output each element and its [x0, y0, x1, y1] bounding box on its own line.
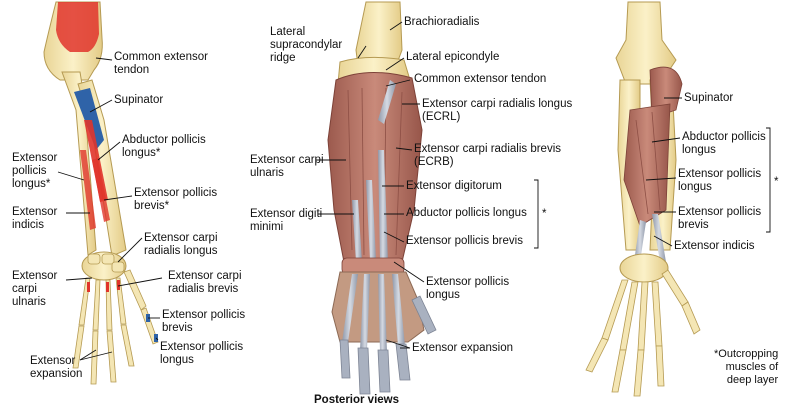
label-extensor-expansion-left: Extensor expansion: [30, 355, 83, 380]
label-extensor-carpi-ulnaris-left: Extensor carpi ulnaris: [12, 270, 58, 308]
label-extensor-pollicis-longus-left: Extensor pollicis longus*: [12, 152, 58, 190]
leader-lines: [57, 21, 771, 361]
label-lateral-epicondyle: Lateral epicondyle: [406, 51, 500, 63]
label-extensor-digitorum: Extensor digitorum: [406, 180, 502, 192]
left-arm-skeleton: [43, 1, 159, 385]
label-lateral-supracondylar-ridge: Lateral supracondylar ridge: [270, 26, 343, 64]
label-extensor-carpi-ulnaris-middle: Extensor carpi ulnaris: [250, 154, 324, 179]
label-extensor-expansion-middle: Extensor expansion: [412, 342, 514, 354]
label-extensor-indicis-left: Extensor indicis: [12, 206, 58, 231]
right-arm-deep-muscles: [585, 1, 701, 397]
label-extensor-indicis-right: Extensor indicis: [674, 240, 755, 252]
supinator-insertion-left: [74, 88, 104, 150]
label-extensor-pollicis-longus-right: Extensor pollicis longus: [678, 168, 762, 193]
label-brachioradialis: Brachioradialis: [404, 16, 480, 28]
middle-arm-muscles: [327, 1, 437, 395]
label-supinator-left: Supinator: [114, 94, 164, 106]
label-extensor-pollicis-longus-hand: Extensor pollicis longus: [160, 341, 244, 366]
footnote: *Outcropping muscles of deep layer: [714, 348, 779, 386]
label-abductor-pollicis-longus-middle: Abductor pollicis longus: [406, 207, 527, 219]
label-abductor-pollicis-longus-left: Abductor pollicis longus*: [122, 134, 206, 159]
label-extensor-carpi-radialis-brevis-left: Extensor carpi radialis brevis: [168, 270, 242, 295]
origin-humerus: [56, 2, 99, 52]
label-extensor-pollicis-brevis-left: Extensor pollicis brevis*: [134, 187, 218, 212]
label-supinator-right: Supinator: [684, 92, 734, 104]
bracket-asterisk-middle: *: [542, 208, 547, 220]
label-ecrl: Extensor carpi radialis longus (ECRL): [422, 98, 573, 123]
bracket-asterisk-right: *: [774, 176, 779, 188]
label-ecrb: Extensor carpi radialis brevis (ECRB): [414, 143, 562, 168]
label-extensor-carpi-radialis-longus-left: Extensor carpi radialis longus: [144, 232, 218, 257]
label-extensor-digiti-minimi: Extensor digiti minimi: [250, 208, 323, 233]
label-extensor-pollicis-brevis-hand: Extensor pollicis brevis: [162, 309, 246, 334]
label-common-extensor-tendon-left: Common extensor tendon: [114, 51, 208, 76]
label-extensor-pollicis-longus-middle: Extensor pollicis longus: [426, 276, 510, 301]
label-extensor-pollicis-brevis-right: Extensor pollicis brevis: [678, 206, 762, 231]
label-abductor-pollicis-longus-right: Abductor pollicis longus: [682, 131, 766, 156]
label-common-extensor-tendon-middle: Common extensor tendon: [414, 73, 547, 85]
label-extensor-pollicis-brevis-middle: Extensor pollicis brevis: [406, 235, 523, 247]
figure-caption: Posterior views: [314, 394, 400, 406]
